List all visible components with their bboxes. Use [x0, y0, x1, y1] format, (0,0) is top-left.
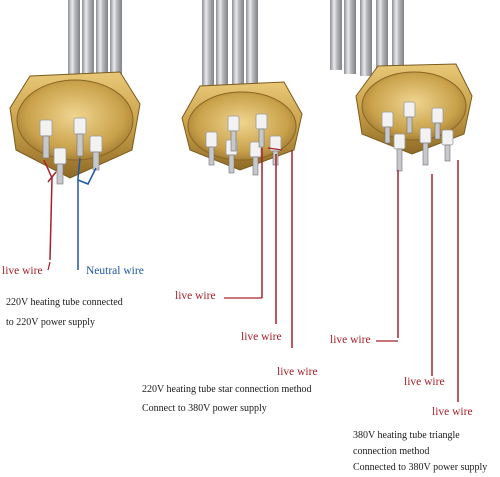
heater-2-caption-line-2: Connect to 380V power supply	[142, 403, 267, 414]
heater-2	[181, 0, 303, 348]
live-wire-label-6: live wire	[404, 376, 445, 388]
live-wire-label-4: live wire	[277, 366, 318, 378]
heater-1	[9, 0, 141, 270]
heater-2-caption-line-1: 220V heating tube star connection method	[142, 384, 312, 395]
heater-3-caption-line-2: connection method	[353, 446, 430, 457]
heater-1-caption-line-2: to 220V power supply	[6, 317, 95, 328]
live-wire-label-2: live wire	[175, 290, 216, 302]
heater-3	[330, 0, 473, 402]
neutral-wire-label: Neutral wire	[86, 265, 144, 277]
live-wire-label-3: live wire	[241, 331, 282, 343]
heater-1-caption-line-1: 220V heating tube connected	[6, 297, 123, 308]
heater-3-caption-line-1: 380V heating tube triangle	[353, 430, 460, 441]
live-wire-label-7: live wire	[432, 406, 473, 418]
live-wire-label-1: live wire	[2, 265, 43, 277]
heater-3-caption-line-3: Connected to 380V power supply	[353, 462, 488, 473]
live-wire-label-5: live wire	[330, 334, 371, 346]
